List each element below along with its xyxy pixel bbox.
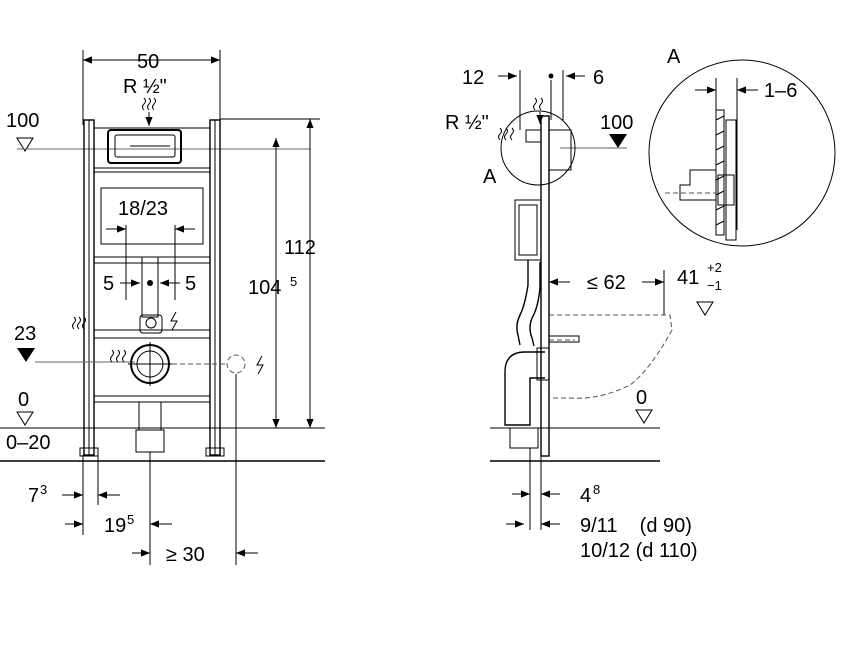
cistern-opening <box>100 187 204 245</box>
dim-6-label: 6 <box>593 67 604 89</box>
bowl-height-minus: −1 <box>707 278 722 293</box>
installation-frame <box>79 119 225 457</box>
bowl-height-label: 41 <box>677 267 699 289</box>
detail-marker-side: A <box>483 166 497 188</box>
dim-7-sup: 3 <box>40 482 47 497</box>
electric-icon <box>170 311 178 331</box>
detail-view-a: A 1–6 <box>648 46 836 247</box>
flush-pipe <box>141 256 159 318</box>
dim-4-label: 4 <box>580 485 591 507</box>
dim-30-label: ≥ 30 <box>166 544 205 566</box>
dim-19-sup: 5 <box>127 512 134 527</box>
dim-7-label: 7 <box>28 485 39 507</box>
wc-bowl-outline <box>549 314 673 399</box>
drain-pipe <box>135 429 165 453</box>
level-100-triangle <box>16 137 34 152</box>
side-frame-post <box>540 115 550 457</box>
connection-label: R ½" <box>123 76 167 98</box>
dim-19-label: 19 <box>104 515 126 537</box>
side-water-icon <box>533 97 543 111</box>
depth-label: ≤ 62 <box>587 272 626 294</box>
bowl-height-triangle <box>696 301 714 316</box>
power-box <box>139 314 163 334</box>
level-23-triangle <box>17 348 35 362</box>
detail-circle <box>648 59 836 247</box>
water-symbol-icon <box>72 316 86 330</box>
pipe-d110-label: 10/12 (d 110) <box>580 540 698 562</box>
side-view: 12 6 R ½" 100 A <box>445 67 722 562</box>
side-connection-label: R ½" <box>445 112 489 134</box>
level-23-label: 23 <box>14 323 36 345</box>
side-level-100-triangle <box>609 134 627 148</box>
offset-left-label: 5 <box>103 273 114 295</box>
width-label: 50 <box>137 51 159 73</box>
side-flush-pipe <box>516 260 529 346</box>
level-range-label: 0–20 <box>6 432 51 454</box>
wall-panel <box>715 109 725 236</box>
bracket-detail <box>679 169 717 201</box>
side-level-100-label: 100 <box>600 112 633 134</box>
height-frame-sup: 5 <box>290 274 297 289</box>
external-power-box <box>226 354 246 374</box>
level-0-label: 0 <box>18 389 29 411</box>
detail-circle-a <box>500 110 576 186</box>
wall-range-label: 1–6 <box>764 80 797 102</box>
front-view: 50 R ½" 100 <box>0 50 325 566</box>
offset-right-label: 5 <box>185 273 196 295</box>
side-waste-bend <box>504 351 545 426</box>
cistern-size-label: 18/23 <box>118 198 168 220</box>
pipe-d90-label: 9/11 (d 90) <box>580 515 692 537</box>
flush-plate <box>107 129 182 164</box>
level-100-label: 100 <box>6 110 39 132</box>
height-frame-label: 104 <box>248 277 281 299</box>
water-supply-icon <box>142 97 156 126</box>
level-0-triangle <box>16 411 34 426</box>
side-level-0-triangle <box>635 409 653 424</box>
dim-4-sup: 8 <box>593 482 600 497</box>
height-total-label: 112 <box>284 237 316 259</box>
bowl-height-plus: +2 <box>707 260 722 275</box>
side-level-0-label: 0 <box>636 387 647 409</box>
detail-marker: A <box>667 46 681 68</box>
dim-12-label: 12 <box>462 67 484 89</box>
